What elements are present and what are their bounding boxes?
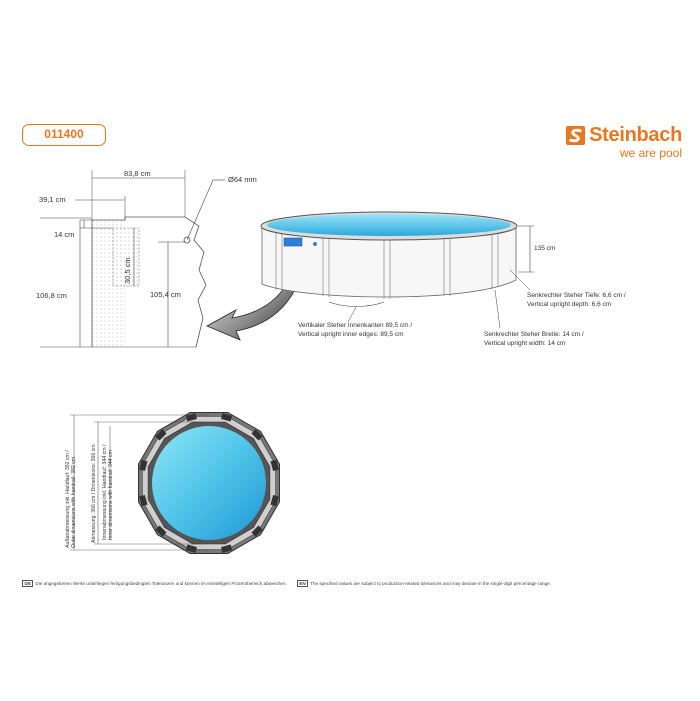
upright-height-label: 106,8 cm — [36, 291, 67, 300]
upright-cap — [270, 459, 279, 472]
outer-dim-en: Outer dimensions with handrail: 392 cm — [71, 457, 77, 548]
pool-height-label: 135 cm — [534, 245, 555, 252]
upright-depth-de: Senkrechter Steher Tiefe: 6,6 cm / — [527, 292, 626, 299]
pool-top-view: Außenabmessung inkl. Handlauf: 392 cm / … — [65, 412, 280, 554]
pool-water-top — [152, 426, 266, 540]
upright-offset-label: 39,1 cm — [39, 195, 66, 204]
upright-cap — [139, 459, 148, 472]
upright-inner-height-label: 105,4 cm — [150, 290, 181, 299]
upright-cap — [185, 544, 198, 553]
inner-edges-de: Vertikaler Steher Innenkanten 89,5 cm / — [298, 322, 412, 329]
upright-cap — [251, 525, 263, 537]
de-flag: DE — [22, 580, 34, 587]
steinbach-mark-icon — [566, 126, 586, 145]
inner-edges-en: Vertical upright inner edges: 89,5 cm — [298, 331, 404, 338]
upright-top-label: 14 cm — [54, 230, 74, 239]
upright-window-label: 30,5 cm — [123, 257, 132, 284]
pool-perspective: 135 cm Vertikaler Steher Innenkanten 89,… — [260, 211, 626, 347]
upright-width-label: 83,8 cm — [124, 169, 151, 178]
brand-name: Steinbach — [589, 124, 682, 146]
upright-window — [112, 227, 140, 287]
brand-tagline: we are pool — [619, 146, 682, 160]
inner-dim-de: Innenabmessung inkl. Handlauf: 344 cm / — [102, 444, 108, 540]
upright-width-en: Vertical upright width: 14 cm — [484, 340, 565, 347]
upright-cap — [220, 413, 233, 422]
upright-cap — [220, 544, 233, 553]
pool-water-surface — [267, 214, 511, 236]
skimmer-icon — [283, 237, 303, 247]
upright-depth-en: Vertical upright depth: 6,6 cm — [527, 301, 611, 308]
upright-width-de: Senkrechter Steher Breite: 14 cm / — [484, 331, 584, 338]
upright-cap — [270, 494, 279, 507]
upright-cap — [185, 413, 198, 422]
upright-cap — [155, 525, 167, 537]
dimension-label: Abmessung: 366 cm / Dimensions: 366 cm — [91, 444, 97, 543]
footer-de-text: Die angegebenen Werte unterliegen fertig… — [35, 581, 287, 586]
pool-wall — [261, 225, 517, 298]
upright-cap — [251, 429, 263, 441]
outer-dim-de: Außenabmessung inkl. Handlauf: 392 cm / — [65, 450, 71, 548]
upright-cross-section: 83,8 cm 39,1 cm Ø64 mm 14 cm 30,5 cm 106… — [36, 169, 257, 348]
product-code-badge: 011400 — [22, 124, 106, 146]
en-flag: EN — [296, 580, 309, 587]
brand-logo: Steinbach we are pool — [566, 124, 682, 160]
upright-cap — [139, 494, 148, 507]
inner-dim-en: Inner dimensions with handrail: 344 cm — [108, 450, 114, 540]
hole-diameter-label: Ø64 mm — [228, 175, 257, 184]
footer-en-text: The specified values are subject to prod… — [310, 581, 551, 586]
upright-cap — [155, 429, 167, 441]
